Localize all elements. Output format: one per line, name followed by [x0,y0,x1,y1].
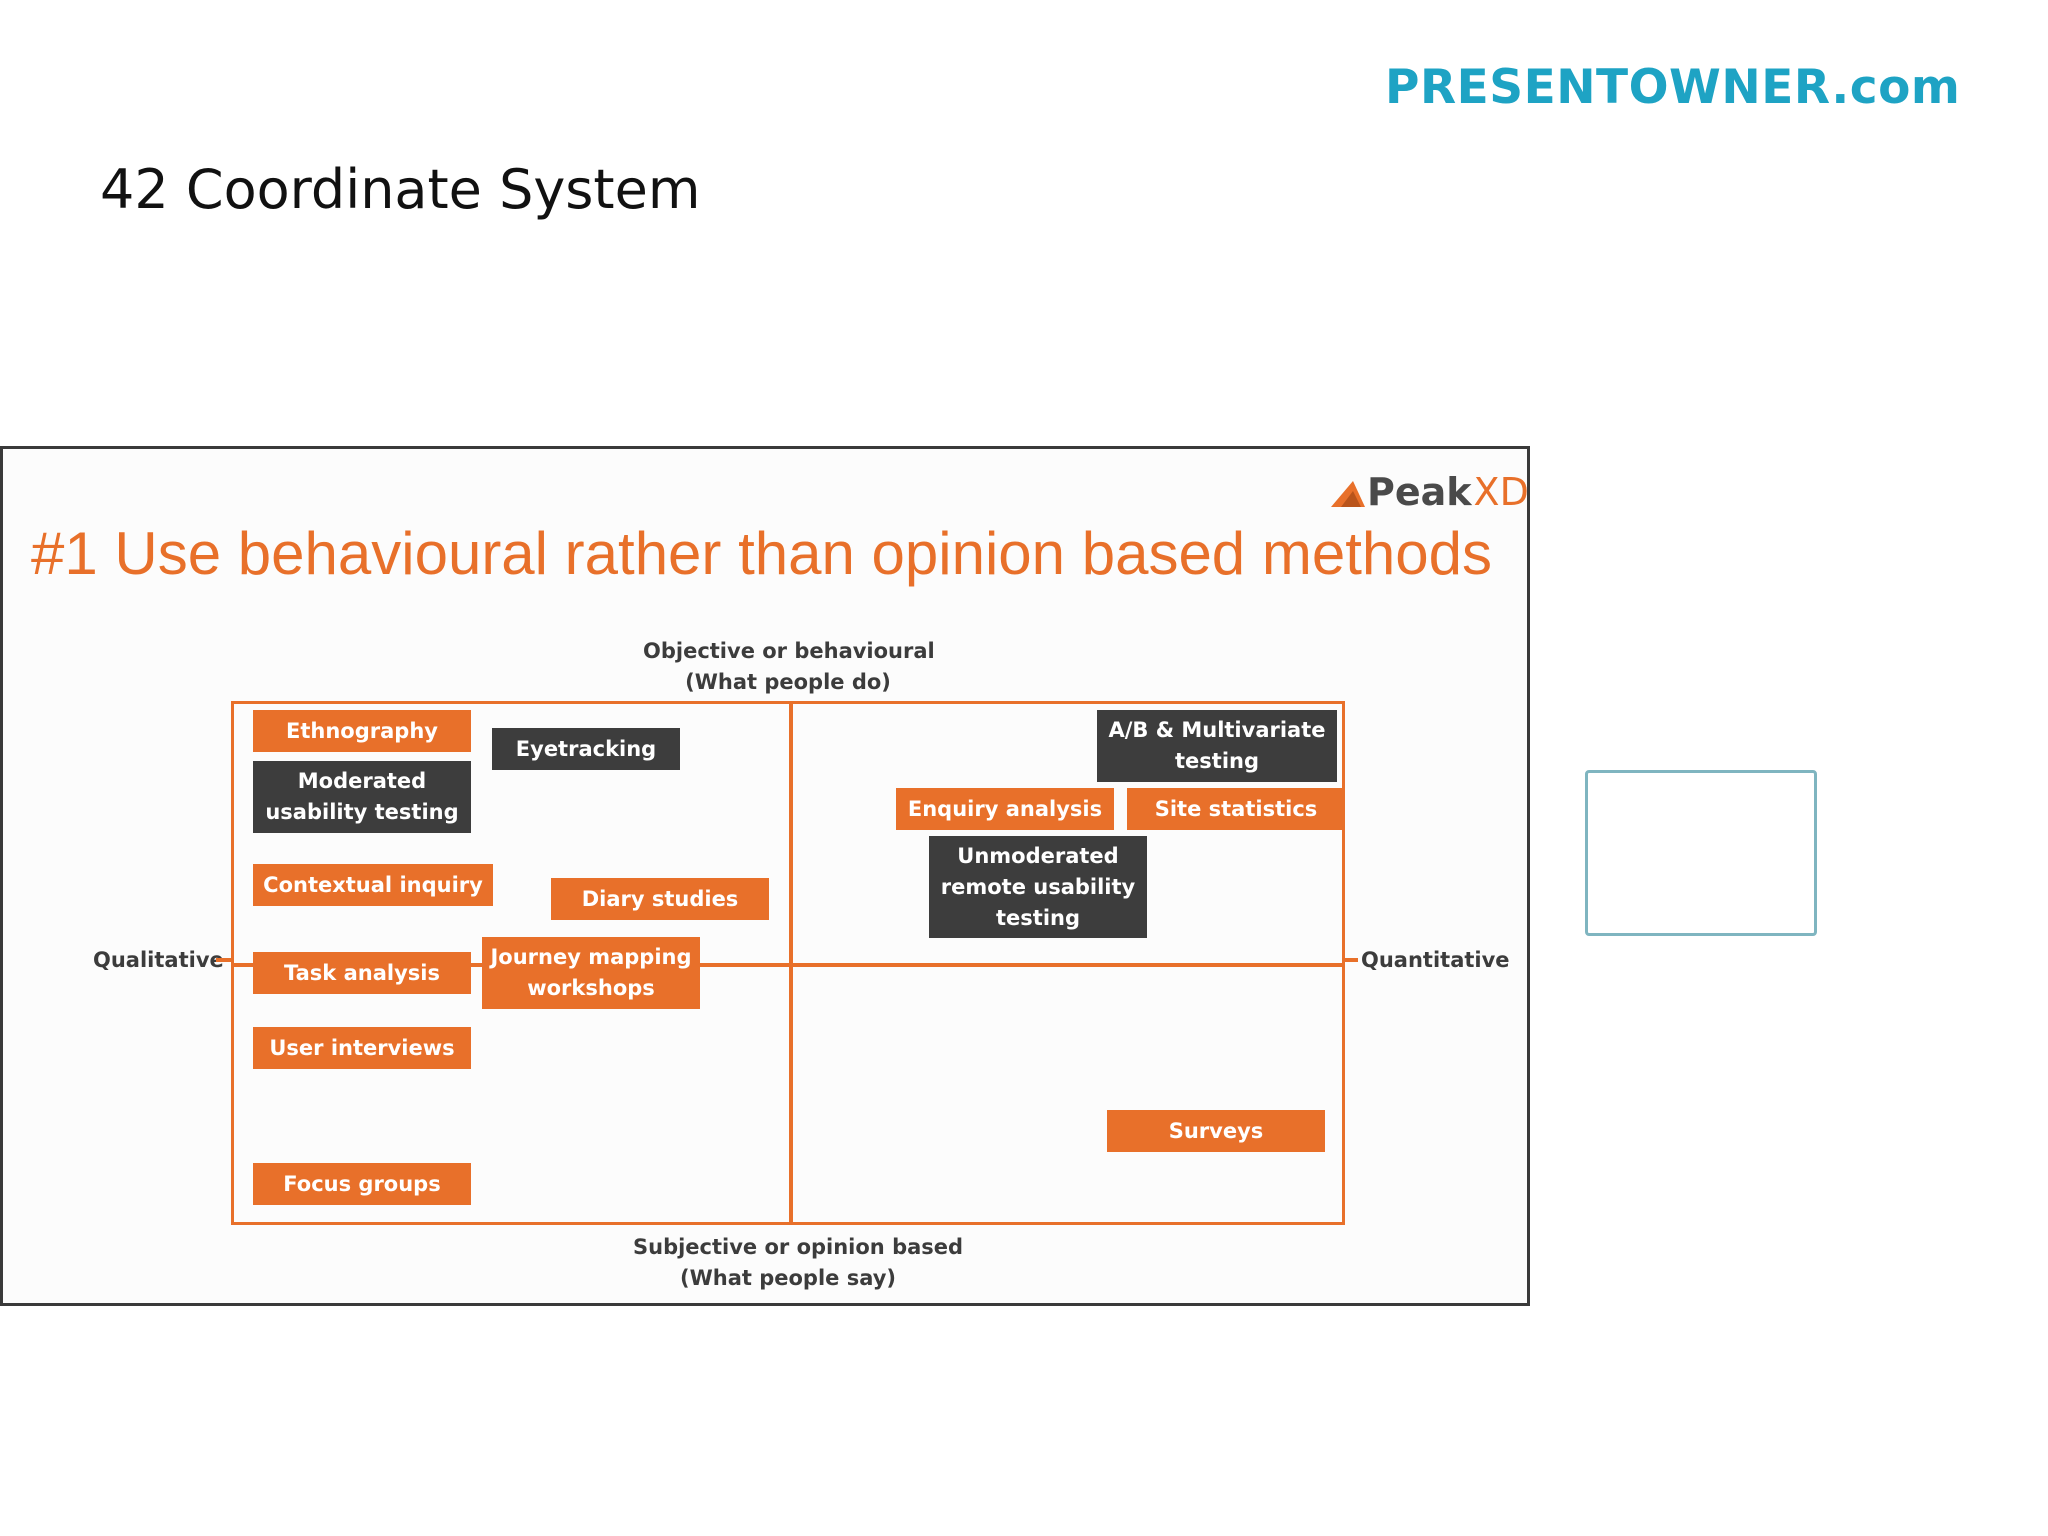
method-journey-mapping-workshops: Journey mapping workshops [482,937,700,1009]
method-eyetracking: Eyetracking [492,728,680,770]
method-ab-multivariate-testing: A/B & Multivariate testing [1097,710,1337,782]
axis-right-label: Quantitative [1361,948,1510,972]
left-axis-tick [216,958,232,962]
ab-line-2: testing [1175,749,1259,773]
axis-bottom-label: Subjective or opinion based (What people… [633,1232,964,1294]
moderated-line-2: usability testing [265,800,459,824]
unmoderated-line-1: Unmoderated [957,843,1119,868]
journey-line-2: workshops [527,976,655,1000]
axis-bottom-line-2: (What people say) [679,1266,897,1290]
logo-peak-text: Peak [1367,470,1472,514]
method-surveys: Surveys [1107,1110,1325,1152]
method-focus-groups: Focus groups [253,1163,471,1205]
diagram-headline: #1 Use behavioural rather than opinion b… [31,520,1492,587]
axis-top-label: Objective or behavioural (What people do… [643,636,935,698]
brand-logo-text[interactable]: PRESENTOWNER.com [1385,60,1961,115]
unmoderated-line-2: remote usability [940,874,1136,899]
right-axis-tick [1344,958,1358,962]
axis-top-line-2: (What people do) [685,670,891,694]
ab-line-1: A/B & Multivariate [1108,718,1326,742]
peakxd-logo: Peak XD [1331,467,1529,517]
horizontal-axis-line [234,963,1342,967]
journey-line-1: Journey mapping [490,945,692,969]
axis-bottom-line-1: Subjective or opinion based [633,1235,964,1259]
quadrant-frame [231,701,1345,1225]
method-contextual-inquiry: Contextual inquiry [253,864,493,906]
method-unmoderated-remote-usability-testing: Unmoderated remote usability testing [929,836,1147,938]
diagram-image: Peak XD #1 Use behavioural rather than o… [0,446,1530,1306]
method-enquiry-analysis: Enquiry analysis [896,788,1114,830]
logo-xd-text: XD [1473,470,1529,514]
method-diary-studies: Diary studies [551,878,769,920]
unmoderated-line-3: testing [996,905,1080,930]
method-user-interviews: User interviews [253,1027,471,1069]
empty-placeholder-box[interactable] [1585,770,1817,936]
method-site-statistics: Site statistics [1127,788,1345,830]
moderated-line-1: Moderated [297,769,427,793]
slide-title: 42 Coordinate System [100,158,701,221]
method-task-analysis: Task analysis [253,952,471,994]
peak-mountain-icon [1331,481,1365,507]
axis-left-label: Qualitative [93,948,224,972]
axis-top-line-1: Objective or behavioural [643,639,935,663]
method-moderated-usability-testing: Moderated usability testing [253,761,471,833]
method-ethnography: Ethnography [253,710,471,752]
